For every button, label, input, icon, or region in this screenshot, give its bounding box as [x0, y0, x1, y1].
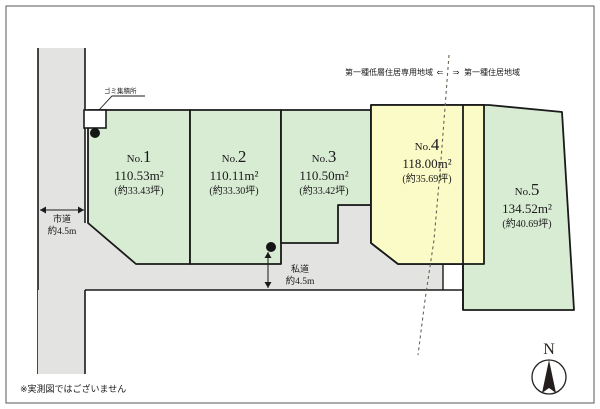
private-road-dimension-group: 私道 約4.5m — [264, 252, 315, 288]
boundary-marker-dot-2 — [266, 242, 276, 252]
compass-needle-icon — [542, 360, 556, 393]
lot-2-no: 2 — [238, 147, 247, 166]
lot-5-no-prefix: No. — [515, 186, 531, 198]
lot-5-area: 134.52m² — [502, 201, 552, 216]
lots-layer — [87, 104, 575, 311]
zoning-arrow-left-icon: ⇐ — [437, 68, 444, 77]
survey-disclaimer-note: ※実測図ではございません — [20, 383, 126, 395]
compass-rose: N — [531, 341, 567, 395]
zoning-right-label: 第一種住居地域 — [464, 67, 520, 77]
city-road-width: 約4.5m — [48, 225, 77, 237]
private-road-dim-arrow-up — [264, 252, 272, 258]
lot-2-label-group: No.2 110.11m² (約33.30坪) — [209, 147, 258, 197]
lot-4-no: 4 — [431, 135, 440, 154]
city-road-lower-area — [38, 290, 85, 374]
lot-5-no: 5 — [531, 180, 540, 199]
lot-4-polygon-top[interactable] — [370, 104, 485, 265]
lot-1-no: 1 — [143, 147, 152, 166]
lot-5-number-group: No.5 — [515, 180, 540, 199]
lot-1-area: 110.53m² — [114, 168, 163, 183]
lot-4-no-prefix: No. — [415, 141, 431, 153]
city-road-dim-arrow-right — [78, 206, 84, 214]
lot-2-tsubo: (約33.30坪) — [209, 184, 258, 197]
lot-2-area: 110.11m² — [210, 168, 259, 183]
private-road-area — [85, 223, 443, 290]
city-road-name: 市道 — [53, 213, 71, 225]
garbage-point-label: ゴミ集積所 — [104, 86, 137, 95]
garbage-collection-point: ゴミ集積所 — [83, 86, 145, 129]
city-road-dimension-group: 市道 約4.5m — [40, 206, 84, 237]
figure-border — [5, 5, 595, 404]
lot-3-tsubo: (約33.42坪) — [299, 184, 348, 197]
boundary-marker-dot-1 — [90, 128, 100, 138]
zoning-arrow-right-icon: ⇒ — [453, 68, 460, 77]
lot-1-label-group: No.1 110.53m² (約33.43坪) — [114, 147, 163, 197]
lot-5-tsubo: (約40.69坪) — [502, 217, 551, 230]
lot-5-label-group: No.5 134.52m² (約40.69坪) — [502, 180, 552, 230]
lot-1-polygon[interactable] — [87, 109, 191, 265]
zoning-left-label: 第一種低層住居専用地域 — [345, 67, 433, 77]
lot-4-tsubo: (約35.69坪) — [402, 172, 451, 185]
compass-north-label: N — [543, 341, 555, 358]
lot-1-tsubo: (約33.43坪) — [114, 184, 163, 197]
zoning-boundary-dashed-line — [417, 54, 450, 356]
lot-2-no-prefix: No. — [222, 153, 238, 165]
private-road-width: 約4.5m — [286, 275, 315, 287]
zoning-label-group: 第一種低層住居専用地域 ⇐ ⇒ 第一種住居地域 — [345, 67, 520, 77]
private-road-name: 私道 — [291, 263, 309, 275]
lot-4-label-group: No.4 118.00m² (約35.69坪) — [402, 135, 451, 185]
lot-3-no: 3 — [328, 147, 337, 166]
city-road-area — [38, 48, 88, 290]
garbage-point-box — [83, 109, 107, 129]
lot-3-number-group: No.3 — [312, 147, 337, 166]
private-road-dim-arrow-down — [264, 282, 272, 288]
garbage-point-leader-line — [98, 95, 145, 111]
lot-4-area: 118.00m² — [402, 156, 451, 171]
lot-3-label-group: No.3 110.50m² (約33.42坪) — [299, 147, 348, 197]
lot-1-number-group: No.1 — [127, 147, 152, 166]
lot-2-polygon[interactable] — [189, 109, 282, 265]
lot-1-no-prefix: No. — [127, 153, 143, 165]
lot-3-no-prefix: No. — [312, 153, 328, 165]
city-road-dim-arrow-left — [40, 206, 46, 214]
lot-4-number-group: No.4 — [415, 135, 440, 154]
lot-2-number-group: No.2 — [222, 147, 247, 166]
lot-3-area: 110.50m² — [299, 168, 348, 183]
